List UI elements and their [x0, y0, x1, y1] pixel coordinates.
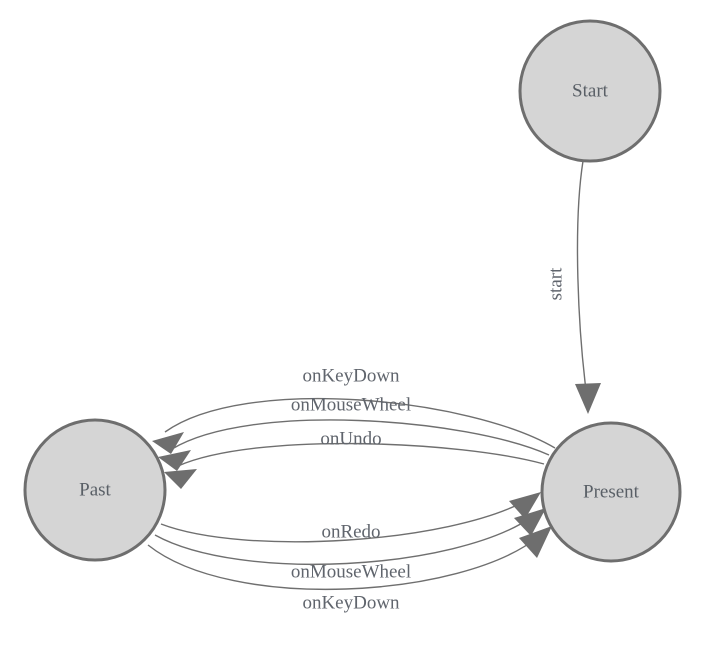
- arrowhead-past-to-present-onkeydown: [519, 526, 552, 558]
- edge-start-to-present-path: [576, 160, 588, 399]
- edge-label-present-to-past-onmousewheel: onMouseWheel: [291, 394, 411, 415]
- node-start[interactable]: Start: [518, 19, 662, 163]
- arrowhead-present-to-past-onmousewheel: [158, 450, 191, 471]
- node-past-label: Past: [79, 479, 111, 500]
- edge-past-to-present-onredo[interactable]: onRedo: [160, 492, 541, 543]
- edge-present-to-past-onkeydown[interactable]: onKeyDown: [152, 365, 556, 454]
- edge-label-start: start: [545, 267, 566, 300]
- arrowhead-past-to-present-onmousewheel: [514, 508, 546, 536]
- edge-present-to-past-onmousewheel-path: [171, 419, 550, 456]
- node-past-circle: [23, 418, 167, 562]
- arrowhead-start-to-present: [575, 383, 601, 414]
- edge-label-past-to-present-onmousewheel: onMouseWheel: [291, 561, 411, 582]
- edge-past-to-present-onkeydown[interactable]: onKeyDown: [147, 526, 552, 613]
- edge-label-present-to-past-onkeydown: onKeyDown: [302, 365, 400, 386]
- arrowhead-present-to-past-onkeydown: [152, 432, 184, 454]
- edge-label-past-to-present-onkeydown: onKeyDown: [302, 592, 400, 613]
- node-past[interactable]: Past: [23, 418, 167, 562]
- arrowhead-past-to-present-onredo: [509, 492, 541, 519]
- node-present-circle: [540, 421, 682, 563]
- edge-past-to-present-onredo-path: [160, 499, 528, 543]
- node-start-label: Start: [572, 80, 609, 101]
- edge-present-to-past-onmousewheel[interactable]: onMouseWheel: [158, 394, 550, 471]
- node-present-label: Present: [583, 481, 640, 502]
- edge-present-to-past-onundo-path: [177, 442, 545, 467]
- edge-past-to-present-onkeydown-path: [147, 536, 539, 590]
- node-present[interactable]: Present: [540, 421, 682, 563]
- edge-past-to-present-onmousewheel-path: [154, 516, 533, 566]
- edge-present-to-past-onundo[interactable]: onUndo: [164, 428, 545, 489]
- edge-start-to-present[interactable]: start: [545, 160, 601, 414]
- edge-label-present-to-past-onundo: onUndo: [320, 428, 381, 449]
- node-start-circle: [518, 19, 662, 163]
- edge-label-past-to-present-onredo: onRedo: [321, 521, 380, 542]
- edge-present-to-past-onkeydown-path: [164, 397, 556, 449]
- edge-past-to-present-onmousewheel[interactable]: onMouseWheel: [154, 508, 546, 582]
- arrowhead-present-to-past-onundo: [164, 469, 197, 489]
